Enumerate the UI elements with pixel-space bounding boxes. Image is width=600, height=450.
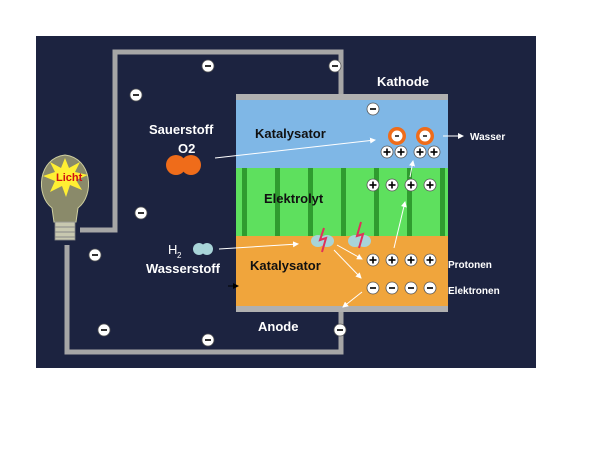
electron-icon <box>88 248 102 262</box>
electron-icon <box>201 59 215 73</box>
wasserstoff-label: Wasserstoff <box>146 261 221 276</box>
proton-icon <box>423 178 437 192</box>
water-molecules <box>380 127 441 159</box>
electron-icon <box>366 102 380 116</box>
electron-icon <box>404 281 418 295</box>
electron-icon <box>201 333 215 347</box>
hydrogen-molecule-icon <box>193 243 213 255</box>
electron-icon <box>423 281 437 295</box>
hydrogen-split-icon <box>311 221 371 253</box>
wasser-label: Wasser <box>470 132 505 143</box>
proton-icon <box>366 178 380 192</box>
light-bulb-icon: Licht <box>40 154 90 241</box>
light-burst-icon <box>43 158 88 197</box>
anode-plate <box>236 306 448 312</box>
kathode-label: Kathode <box>377 74 429 89</box>
fuel-cell <box>236 94 448 312</box>
licht-label: Licht <box>56 172 83 184</box>
anode-label: Anode <box>258 319 298 334</box>
elektronen-label: Elektronen <box>448 286 500 297</box>
sauerstoff-label: Sauerstoff <box>149 122 214 137</box>
electron-icon <box>97 323 111 337</box>
electrolyte-label: Elektrolyt <box>264 191 324 206</box>
electron-icon <box>366 281 380 295</box>
electron-icon <box>385 281 399 295</box>
proton-icon <box>427 145 441 159</box>
proton-icon <box>404 178 418 192</box>
proton-icon <box>366 253 380 267</box>
proton-icon <box>385 253 399 267</box>
h2-subscript: 2 <box>177 251 182 260</box>
proton-icon <box>385 178 399 192</box>
proton-icon <box>404 253 418 267</box>
h2-label: H <box>168 242 177 257</box>
proton-icon <box>423 253 437 267</box>
electron-icon <box>129 88 143 102</box>
cathode-catalyst-layer <box>236 100 448 168</box>
oxygen-molecule-icon <box>166 155 201 175</box>
anode-catalyst-label: Katalysator <box>250 258 321 273</box>
cathode-plate <box>236 94 448 100</box>
o2-label: O2 <box>178 141 195 156</box>
flow-arrows <box>214 133 464 308</box>
electron-icon <box>333 323 347 337</box>
cathode-catalyst-label: Katalysator <box>255 126 326 141</box>
protonen-label: Protonen <box>448 260 492 271</box>
electron-icon <box>134 206 148 220</box>
electrolyte-stripes <box>242 168 445 236</box>
proton-icon <box>380 145 394 159</box>
proton-icon <box>413 145 427 159</box>
electron-icon <box>328 59 342 73</box>
proton-icon <box>394 145 408 159</box>
